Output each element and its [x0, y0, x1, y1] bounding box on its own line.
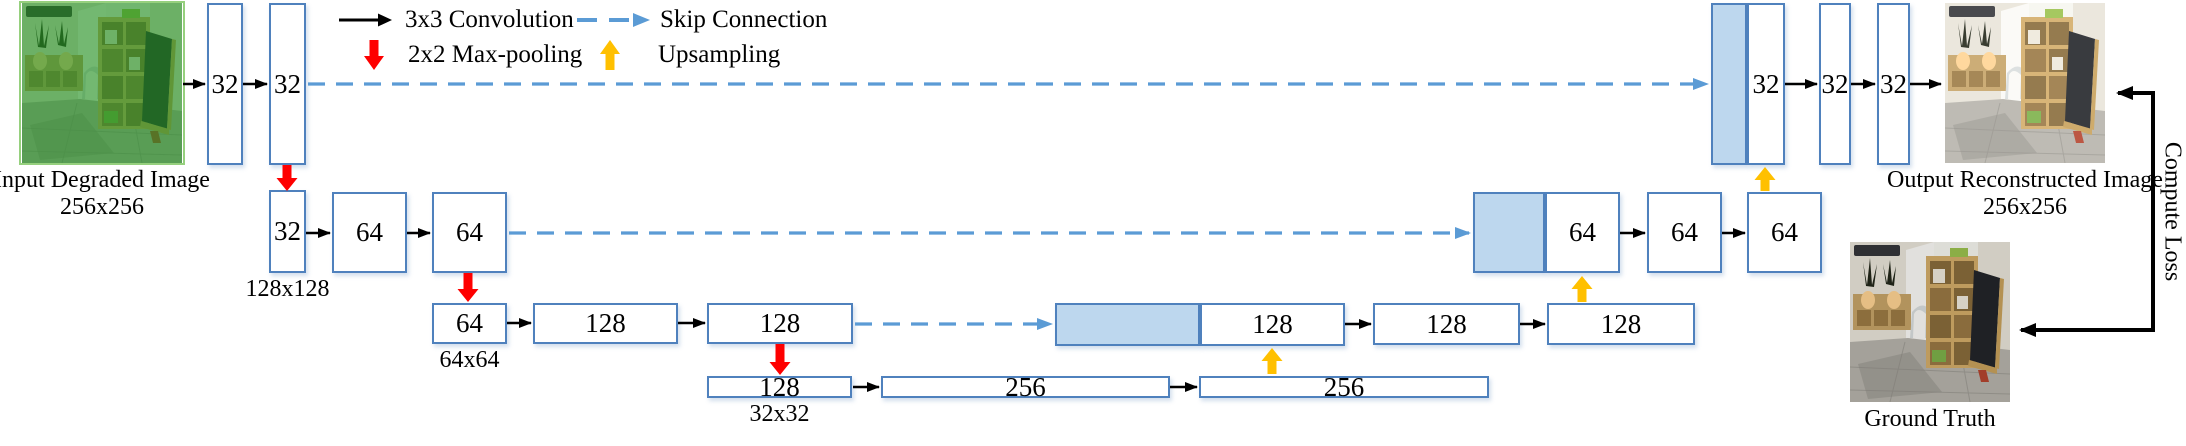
- block-channels-label: 64: [456, 308, 483, 338]
- skip-connection-arrow-icon: [577, 13, 650, 27]
- dec1concat-block: [1711, 3, 1747, 165]
- legend-max-pooling-label: 2x2 Max-pooling: [408, 41, 583, 68]
- dec1a-block: 32: [1747, 3, 1785, 165]
- block-channels-label: 32: [211, 68, 239, 99]
- legend-item-upsampling: Upsampling: [598, 40, 780, 70]
- block-channels-label: 32: [1752, 68, 1780, 99]
- enc3b-block: 128: [533, 303, 678, 344]
- legend-item-max-pooling: 2x2 Max-pooling: [362, 40, 582, 70]
- enc2c-block: 64: [432, 192, 507, 273]
- ground-truth-image: [1850, 242, 2010, 402]
- upsampling-arrow: [1754, 167, 1776, 191]
- input-degraded-image: [19, 1, 185, 165]
- legend-item-convolution: 3x3 Convolution: [337, 6, 574, 34]
- upsampling-arrow-icon: [600, 40, 620, 70]
- max-pooling-arrow: [276, 165, 298, 191]
- enc4a-block: 128: [707, 371, 852, 402]
- block-channels-label: 32: [1880, 68, 1907, 99]
- block-channels-label: 128: [1252, 309, 1293, 339]
- enc3c-block: 128: [707, 303, 853, 344]
- ground-truth-caption-text: Ground Truth: [1864, 406, 1996, 432]
- input-caption-size: 256x256: [60, 194, 144, 220]
- legend-convolution-label: 3x3 Convolution: [405, 6, 574, 33]
- legend-upsampling-label: Upsampling: [658, 41, 781, 68]
- legend-item-skip-connection: Skip Connection: [575, 6, 827, 34]
- output-reconstructed-image: [1943, 3, 2107, 163]
- block-channels-label: 64: [1771, 217, 1798, 247]
- block-channels-label: 128: [759, 371, 800, 402]
- max-pooling-arrow: [457, 273, 479, 302]
- block-channels-label: 64: [1569, 217, 1596, 247]
- output-caption-size: 256x256: [1983, 194, 2067, 220]
- enc2a-block: 32: [269, 190, 306, 273]
- block-channels-label: 64: [1671, 217, 1698, 247]
- enc3a-block: 64: [432, 303, 507, 344]
- legend-skip-connection-label: Skip Connection: [660, 6, 828, 33]
- dec2c-block: 64: [1747, 192, 1822, 273]
- resolution-label: 128x128: [245, 276, 330, 302]
- enc2b-block: 64: [332, 192, 407, 273]
- block-channels-label: 256: [1005, 371, 1046, 402]
- enc1a-block: 32: [207, 3, 243, 165]
- dec2concat-block: [1473, 192, 1545, 273]
- conv-arrow-icon: [339, 13, 392, 27]
- enc4c-block: 256: [1199, 371, 1489, 402]
- block-channels-label: 64: [356, 217, 383, 247]
- dec2b-block: 64: [1647, 192, 1722, 273]
- resolution-label: 64x64: [439, 347, 500, 373]
- compute-loss-label: Compute Loss: [2159, 141, 2186, 282]
- block-channels-label: 128: [585, 308, 626, 338]
- max-pooling-arrow: [769, 344, 791, 375]
- block-channels-label: 128: [1600, 308, 1642, 339]
- upsampling-arrow: [1261, 348, 1283, 374]
- dec1b-block: 32: [1819, 3, 1851, 165]
- input-caption-title: Input Degraded Image: [0, 167, 210, 193]
- input-image-caption: Input Degraded Image 256x256: [0, 167, 232, 221]
- block-channels-label: 32: [274, 68, 301, 99]
- dec2a-block: 64: [1545, 192, 1620, 273]
- enc1b-block: 32: [269, 3, 306, 165]
- dec3c-block: 128: [1547, 303, 1695, 345]
- ground-truth-caption: Ground Truth: [1820, 406, 2040, 433]
- max-pooling-arrow-icon: [364, 40, 384, 70]
- enc4b-block: 256: [881, 371, 1170, 402]
- output-caption-title: Output Reconstructed Image: [1887, 167, 2163, 193]
- output-image-caption: Output Reconstructed Image 256x256: [1885, 167, 2165, 221]
- dec3concat-block: [1055, 303, 1200, 346]
- dec3a-block: 128: [1200, 303, 1345, 346]
- block-channels-label: 256: [1323, 371, 1365, 402]
- block-channels-label: 32: [274, 216, 301, 246]
- block-channels-label: 128: [1426, 308, 1467, 339]
- block-channels-label: 128: [759, 308, 801, 338]
- dec3b-block: 128: [1373, 303, 1520, 345]
- resolution-label: 32x32: [749, 401, 810, 427]
- block-channels-label: 32: [1821, 68, 1849, 99]
- dec1c-block: 32: [1877, 3, 1910, 165]
- upsampling-arrow: [1571, 276, 1593, 302]
- block-channels-label: 64: [456, 217, 483, 247]
